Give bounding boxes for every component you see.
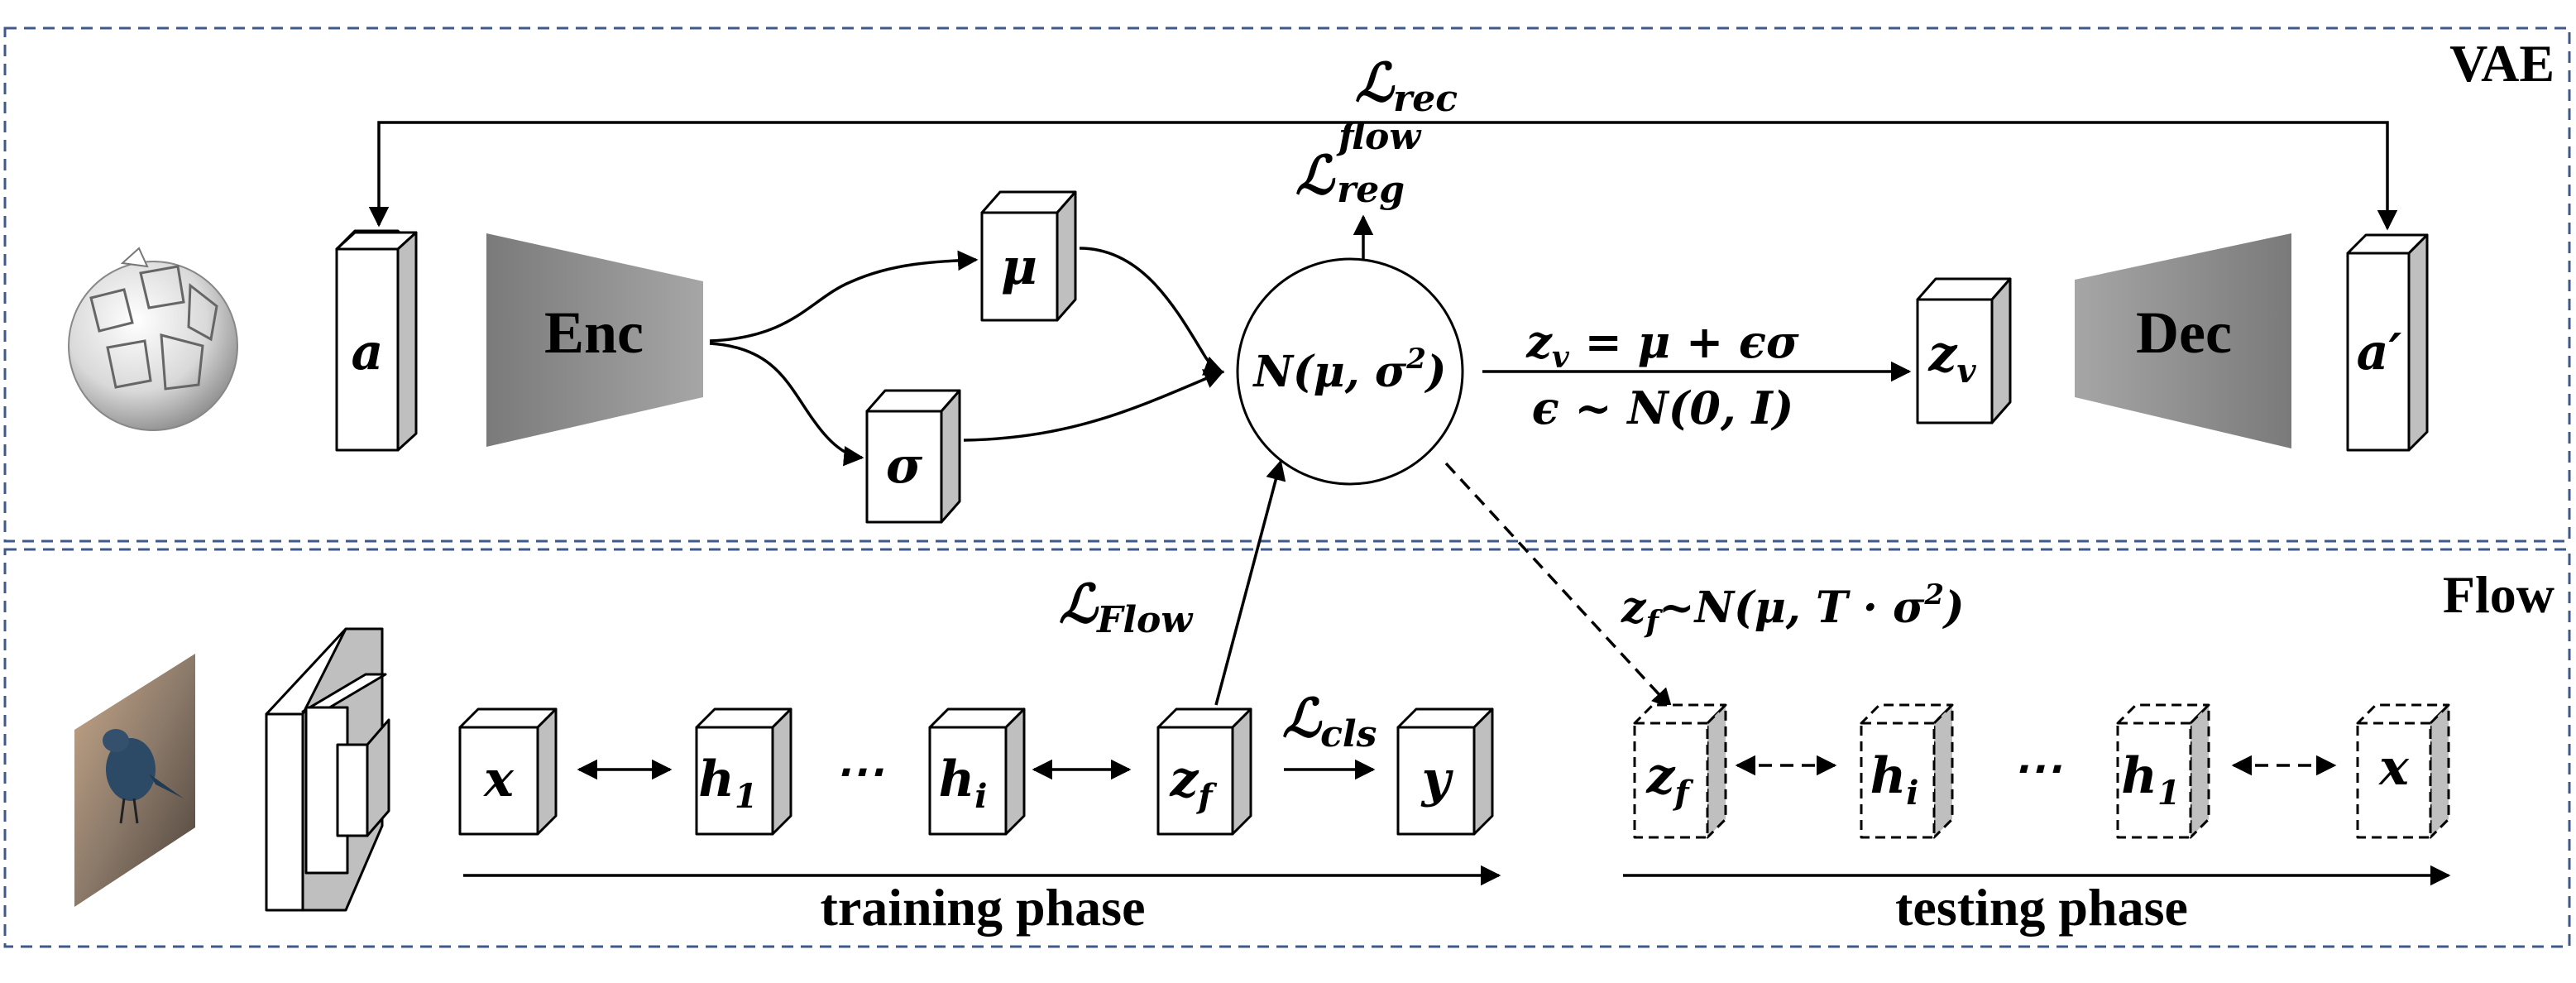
encoder-block: Enc [486, 233, 703, 447]
test-h1-label: h1 [2121, 747, 2180, 813]
test-zf-box: zf [1633, 703, 1727, 839]
vae-panel: VAE [3, 26, 2571, 543]
zv-box: zv [1916, 277, 2012, 424]
flow-panel: Flow [3, 548, 2571, 948]
training-phase-label: training phase [821, 878, 1146, 937]
decoder-label: Dec [2136, 300, 2232, 366]
train-h1-box: h1 [695, 707, 792, 836]
input-attribute-a-box: a [335, 229, 418, 452]
train-x-box: x [458, 707, 558, 836]
rec-loss-loop-arrow [368, 121, 2398, 231]
zv-label: zv [1927, 325, 1976, 391]
encoder-label: Enc [544, 300, 644, 366]
train-hi-label: hi [939, 750, 988, 816]
sampling-dashed-arrow [1444, 462, 1673, 709]
flow-loss-arrow [1214, 459, 1286, 706]
a-prime-label: a′ [2357, 324, 2402, 381]
testing-phase-label: testing phase [1895, 878, 2188, 937]
train-h1-label: h1 [698, 750, 757, 816]
test-hi-box: hi [1860, 703, 1954, 839]
gaussian-label: N(μ, σ2) [1252, 343, 1446, 397]
test-hi-label: hi [1870, 747, 1919, 813]
train-zf-box: zf [1156, 707, 1252, 836]
sigma-label: σ [886, 437, 923, 495]
enc-to-mu-arrow [709, 250, 979, 343]
decoder-block: Dec [2075, 233, 2291, 448]
train-x-label: x [482, 750, 515, 808]
test-h1-box: h1 [2116, 703, 2210, 839]
cnn-stack-icon [265, 627, 390, 912]
sigma-to-gaussian-arrow [963, 369, 1225, 442]
test-x-box: x [2356, 703, 2450, 839]
sampling-equation: zf~N(μ, T · σ2) [1621, 578, 1965, 640]
bird-photo-icon [74, 654, 195, 907]
test-dots: ⋯ [2012, 739, 2061, 797]
epsilon-distribution: ϵ ~ N(0, I) [1532, 381, 1794, 434]
reg-loss-label: ℒregflow [1295, 116, 1422, 211]
flow-loss-label: ℒFlow [1059, 573, 1194, 641]
mu-box: μ [980, 190, 1077, 322]
wikipedia-globe-icon [68, 247, 238, 431]
cls-loss-label: ℒcls [1282, 688, 1377, 755]
rec-loss-label: ℒrec [1355, 52, 1458, 120]
train-y-label: y [1420, 750, 1454, 808]
reconstructed-a-box: a′ [2346, 233, 2429, 452]
test-x-label: x [2377, 739, 2410, 797]
reparam-equation: zv = μ + ϵσ [1525, 315, 1799, 375]
train-y-box: y [1396, 707, 1494, 836]
train-dots: ⋯ [834, 742, 883, 800]
enc-to-sigma-arrow [709, 342, 864, 467]
mu-label: μ [1001, 238, 1037, 296]
sigma-box: σ [865, 389, 961, 524]
vae-panel-title: VAE [2449, 34, 2554, 93]
a-label: a [352, 324, 384, 381]
train-hi-box: hi [928, 707, 1026, 836]
mu-to-gaussian-arrow [1079, 247, 1225, 376]
flow-panel-title: Flow [2443, 565, 2554, 624]
gaussian-node: N(μ, σ2) [1236, 257, 1464, 486]
